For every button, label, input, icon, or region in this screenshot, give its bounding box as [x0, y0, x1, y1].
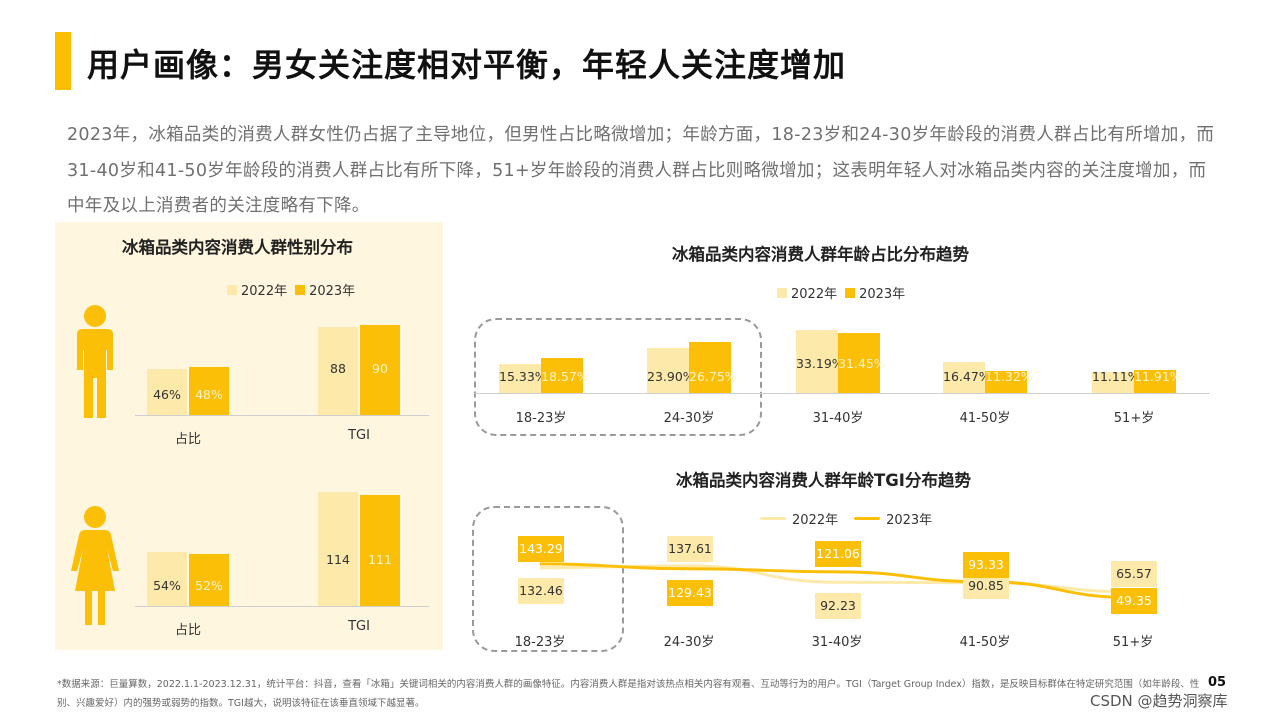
tgi-value-2023: 121.06: [815, 541, 861, 567]
category-label: 18-23岁: [514, 635, 566, 650]
age-share-bar-2023: [985, 371, 1027, 393]
gender-chart-title: 冰箱品类内容消费人群性别分布: [122, 238, 353, 257]
category-label: 51+岁: [1113, 411, 1155, 426]
bar-value-label: 33.19%: [796, 356, 844, 371]
male-bar-share-2023: [189, 367, 229, 415]
page-title: 用户画像：男女关注度相对平衡，年轻人关注度增加: [87, 46, 847, 84]
age-share-bar-2022: [943, 361, 985, 393]
category-label: 31-40岁: [812, 411, 864, 426]
tgi-value-2022: 137.61: [667, 536, 713, 562]
category-label: 51+岁: [1112, 635, 1154, 650]
tgi-value-2023: 49.35: [1111, 588, 1157, 614]
bar-value-label: 111: [368, 552, 392, 567]
highlight-box-young-tgi: [472, 506, 624, 652]
category-label: 24-30岁: [663, 635, 715, 650]
legend-line-2023: [854, 517, 881, 520]
bar-value-label: 52%: [195, 578, 223, 593]
legend-swatch-2023: [845, 287, 856, 298]
female-bar-share-2023: [189, 554, 229, 606]
highlight-box-young-share: [474, 318, 762, 436]
category-label: 41-50岁: [959, 411, 1011, 426]
male-bar-share-2022: [147, 369, 187, 415]
category-label: 31-40岁: [811, 635, 863, 650]
tgi-line-2023: [539, 562, 1134, 600]
tgi-value-2022: 65.57: [1111, 561, 1157, 587]
legend-item-2022: 2022年: [227, 280, 287, 299]
bar-value-label: 16.47%: [943, 369, 991, 384]
age-share-legend: 2022年 2023年: [777, 283, 913, 302]
page-number: 05: [1208, 675, 1227, 690]
legend-item-2022: 2022年: [777, 283, 837, 302]
tgi-value-2023: 143.29: [518, 536, 564, 562]
age-tgi-chart-title: 冰箱品类内容消费人群年龄TGI分布趋势: [676, 471, 971, 490]
bar-value-label: 26.75%: [689, 369, 737, 384]
bar-value-label: 46%: [153, 387, 181, 402]
legend-swatch-2022: [227, 284, 237, 295]
category-label: TGI: [348, 428, 370, 443]
gender-chart-legend: 2022年 2023年: [227, 280, 363, 299]
bar-value-label: 31.45%: [838, 356, 886, 371]
age-share-bar-2022: [647, 347, 689, 393]
legend-item-2023: 2023年: [845, 283, 905, 302]
category-label: 24-30岁: [663, 411, 715, 426]
category-label: 占比: [174, 432, 201, 447]
legend-label-2022: 2022年: [791, 287, 838, 302]
male-figure-icon: [77, 305, 113, 418]
bar-value-label: 18.57%: [541, 369, 589, 384]
watermark: CSDN @趋势洞察库: [1090, 692, 1228, 710]
legend-label-2023: 2023年: [886, 513, 933, 528]
legend-swatch-2023: [295, 284, 306, 295]
tgi-value-2022: 92.23: [815, 593, 861, 619]
age-share-bar-2023: [689, 342, 731, 393]
legend-label-2022: 2022年: [792, 513, 839, 528]
bar-value-label: 11.91%: [1134, 369, 1182, 384]
legend-item-2023: 2023年: [854, 509, 932, 528]
age-share-bar-2022: [499, 363, 541, 393]
male-bar-tgi-2023: [360, 325, 400, 415]
bar-value-label: 90: [372, 361, 388, 376]
age-share-bar-2022: [1092, 371, 1134, 393]
female-figure-icon: [71, 506, 119, 625]
female-bar-tgi-2023: [360, 495, 400, 606]
gender-axis: [135, 415, 429, 416]
age-tgi-legend: 2022年 2023年: [760, 509, 940, 528]
age-share-bar-2023: [541, 357, 583, 393]
legend-item-2022: 2022年: [760, 509, 838, 528]
tgi-value-2022: 132.46: [518, 578, 564, 604]
female-bar-tgi-2022: [318, 492, 358, 606]
bar-value-label: 11.11%: [1092, 369, 1140, 384]
bar-value-label: 88: [330, 361, 346, 376]
category-label: 41-50岁: [959, 635, 1011, 650]
category-label: 18-23岁: [515, 411, 567, 426]
tgi-value-2023: 93.33: [963, 552, 1009, 578]
intro-paragraph: 2023年，冰箱品类的消费人群女性仍占据了主导地位，但男性占比略微增加；年龄方面…: [67, 125, 1215, 216]
legend-line-2022: [760, 517, 786, 520]
bar-value-label: 48%: [195, 387, 223, 402]
bar-value-label: 114: [326, 552, 350, 567]
footnote: *数据来源：巨量算数，2022.1.1-2023.12.31，统计平台：抖音，查…: [57, 679, 1200, 709]
bar-value-label: 54%: [153, 578, 181, 593]
male-bar-tgi-2022: [318, 327, 358, 415]
bar-value-label: 15.33%: [499, 369, 547, 384]
legend-label-2022: 2022年: [241, 284, 288, 299]
legend-label-2023: 2023年: [309, 284, 356, 299]
age-share-chart-title: 冰箱品类内容消费人群年龄占比分布趋势: [672, 245, 969, 264]
tgi-value-2023: 129.43: [667, 580, 713, 606]
legend-label-2023: 2023年: [859, 287, 906, 302]
bar-value-label: 23.90%: [647, 369, 695, 384]
bar-value-label: 11.32%: [985, 369, 1033, 384]
age-share-bar-2022: [796, 329, 838, 393]
title-accent-bar: [55, 32, 71, 90]
legend-item-2023: 2023年: [295, 280, 355, 299]
legend-swatch-2022: [777, 287, 787, 298]
age-share-bar-2023: [838, 333, 880, 393]
category-label: 占比: [174, 623, 201, 638]
category-label: TGI: [348, 619, 370, 634]
age-share-bar-2023: [1134, 370, 1176, 393]
age-share-axis: [474, 393, 1210, 394]
female-bar-share-2022: [147, 552, 187, 606]
gender-axis: [135, 606, 429, 607]
